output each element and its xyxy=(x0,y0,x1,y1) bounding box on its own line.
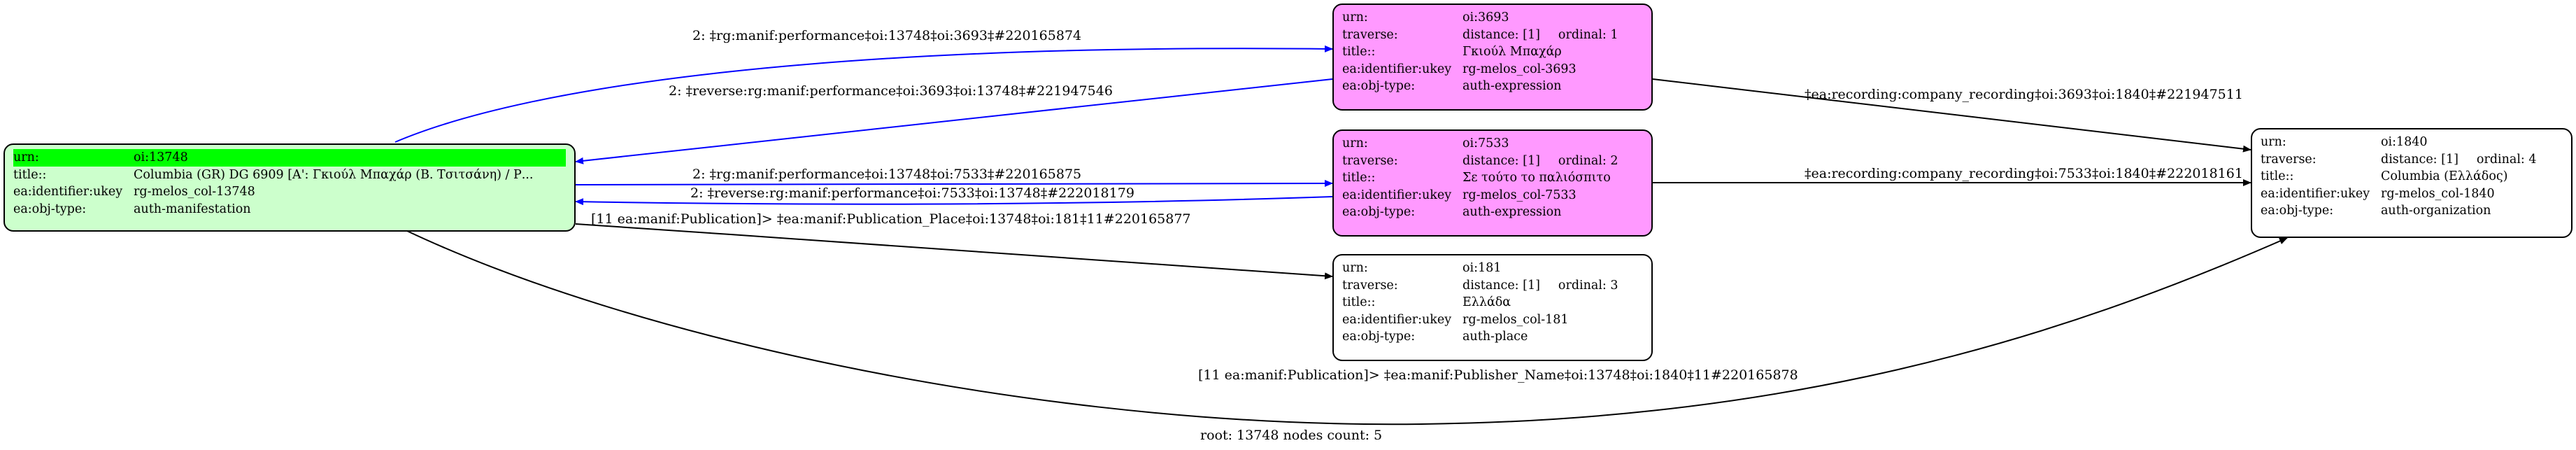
node-row-title: title::Γκιούλ Μπαχάρ xyxy=(1342,45,1562,59)
node-row-objtype: ea:obj-type:auth-place xyxy=(1342,330,1528,344)
node-13748[interactable]: urn:oi:13748 title::Columbia (GR) DG 690… xyxy=(3,143,576,232)
edge-label-e2: 2: ‡reverse:rg:manif:performance‡oi:3693… xyxy=(669,83,1113,99)
node-7533[interactable]: urn:oi:7533 traverse:distance: [1]ordina… xyxy=(1332,129,1653,237)
node-row-traverse: traverse:distance: [1]ordinal: 4 xyxy=(2261,152,2537,167)
edge-label-e6: ‡ea:recording:company_recording‡oi:3693‡… xyxy=(1805,87,2243,102)
node-row-objtype: ea:obj-type:auth-organization xyxy=(2261,204,2491,218)
node-1840[interactable]: urn:oi:1840 traverse:distance: [1]ordina… xyxy=(2251,128,2573,238)
edge-label-e1: 2: ‡rg:manif:performance‡oi:13748‡oi:369… xyxy=(692,28,1082,43)
node-row-title: title::Ελλάδα xyxy=(1342,295,1511,309)
node-row-title: title::Columbia (GR) DG 6909 [Α': Γκιούλ… xyxy=(13,167,534,182)
edge-label-e7: ‡ea:recording:company_recording‡oi:7533‡… xyxy=(1805,166,2243,181)
node-row-title: title::Σε τούτο το παλιόσπιτο xyxy=(1342,171,1611,185)
node-181[interactable]: urn:oi:181 traverse:distance: [1]ordinal… xyxy=(1332,254,1653,361)
edge-e2 xyxy=(575,78,1333,164)
node-row-objtype: ea:obj-type:auth-manifestation xyxy=(13,202,251,216)
edge-label-e3: 2: ‡rg:manif:performance‡oi:13748‡oi:753… xyxy=(692,167,1082,182)
graph-footer: root: 13748 nodes count: 5 xyxy=(1200,428,1383,443)
node-row-urn: urn:oi:7533 xyxy=(1342,136,1509,150)
edge-e8 xyxy=(406,230,2288,426)
edge-e4 xyxy=(575,196,1333,206)
node-row-urn: urn:oi:1840 xyxy=(2261,135,2428,149)
node-3693[interactable]: urn:oi:3693 traverse:distance: [1]ordina… xyxy=(1332,3,1653,111)
node-row-title: title::Columbia (Ελλάδος) xyxy=(2261,169,2508,183)
node-row-traverse: traverse:distance: [1]ordinal: 2 xyxy=(1342,153,1618,168)
node-row-objtype: ea:obj-type:auth-expression xyxy=(1342,79,1562,93)
node-row-objtype: ea:obj-type:auth-expression xyxy=(1342,205,1562,219)
node-row-traverse: traverse:distance: [1]ordinal: 1 xyxy=(1342,27,1618,42)
node-row-urn: urn:oi:181 xyxy=(1342,261,1502,275)
edge-label-e8: [11 ea:manif:Publication]> ‡ea:manif:Pub… xyxy=(1198,367,1798,383)
edge-e5 xyxy=(575,223,1333,280)
edge-label-e4: 2: ‡reverse:rg:manif:performance‡oi:7533… xyxy=(690,185,1134,201)
node-row-urn: urn:oi:13748 xyxy=(13,149,566,167)
node-row-traverse: traverse:distance: [1]ordinal: 3 xyxy=(1342,278,1618,293)
edge-e3 xyxy=(575,180,1333,188)
edge-label-e5: [11 ea:manif:Publication]> ‡ea:manif:Pub… xyxy=(591,211,1191,227)
node-row-urn: urn:oi:3693 xyxy=(1342,10,1509,24)
edge-e6 xyxy=(1652,78,2251,153)
edge-e1 xyxy=(394,45,1333,143)
